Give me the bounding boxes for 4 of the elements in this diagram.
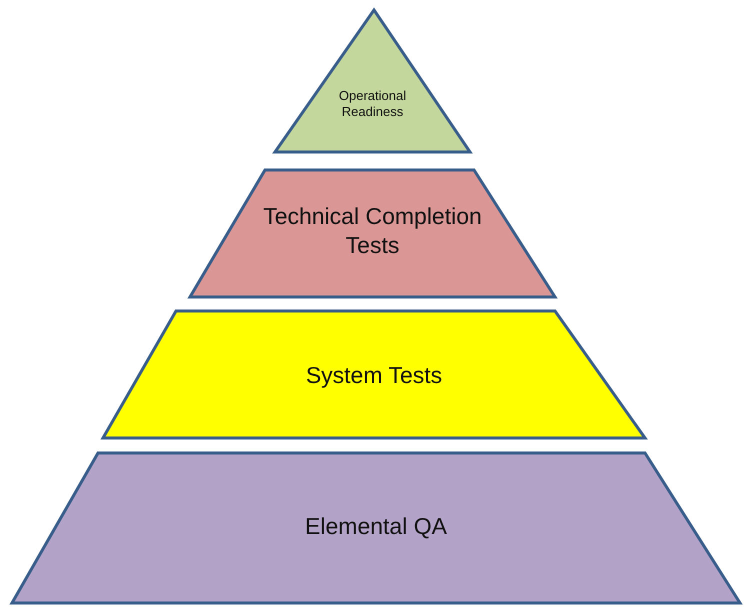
tier-label: Elemental QA xyxy=(304,512,448,541)
tier-label: Technical Completion Tests xyxy=(262,202,483,260)
tier-label: System Tests xyxy=(304,361,444,390)
tier-label: Operational Readiness xyxy=(338,88,408,120)
